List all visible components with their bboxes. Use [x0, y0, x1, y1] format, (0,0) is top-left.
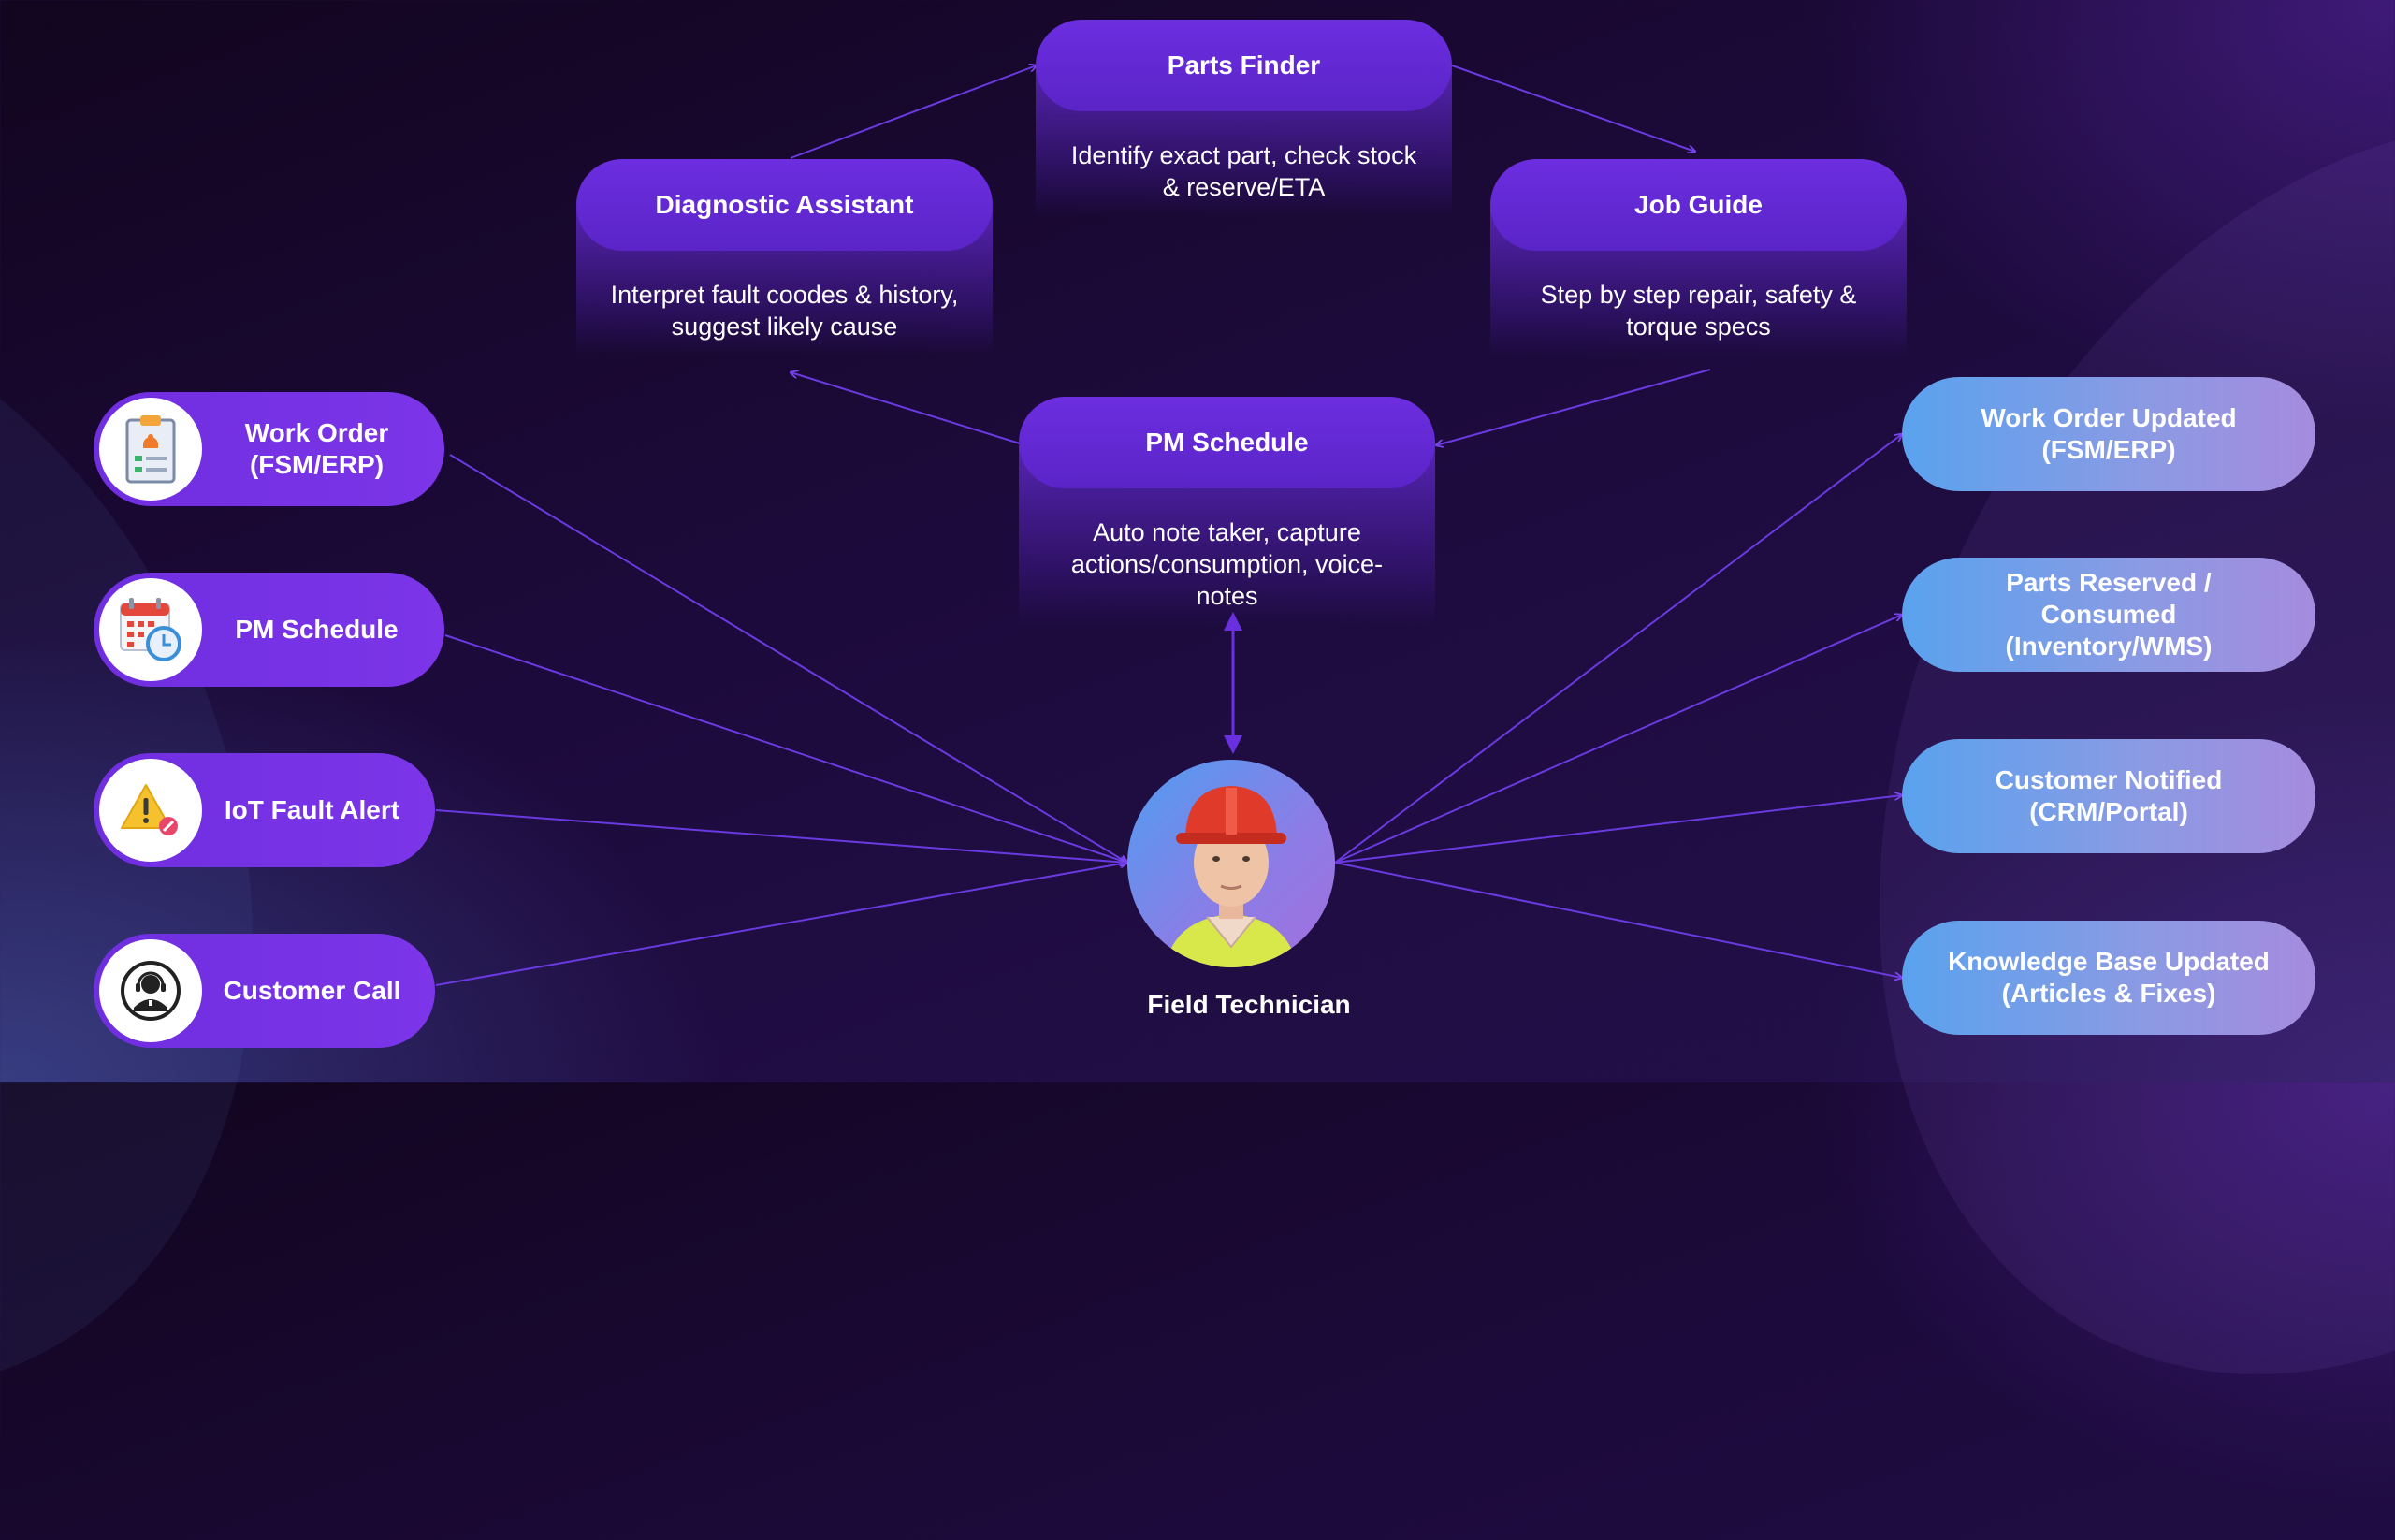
card-parts-finder: Parts Finder Identify exact part, check … [1036, 20, 1452, 216]
connector-call-to-tech [435, 863, 1127, 986]
source-iot-fault-alert-label: IoT Fault Alert [224, 795, 400, 824]
source-iot-fault-alert: IoT Fault Alert [94, 753, 435, 867]
card-job-guide-title: Job Guide [1490, 159, 1907, 251]
technician-label: Field Technician [1147, 990, 1351, 1019]
connector-workorder-to-tech [449, 454, 1127, 863]
card-job-guide: Job Guide Step by step repair, safety & … [1490, 159, 1907, 356]
card-diagnostic-assistant: Diagnostic Assistant Interpret fault coo… [576, 159, 993, 356]
output-knowledge-base-updated: Knowledge Base Updated (Articles & Fixes… [1902, 921, 2315, 1035]
connector-jobguide-to-pm [1436, 369, 1711, 445]
output-work-order-updated: Work Order Updated (FSM/ERP) [1902, 377, 2315, 491]
connector-parts-to-jobguide [1451, 65, 1695, 152]
calendar-clock-icon [99, 578, 202, 681]
card-pm-schedule-title: PM Schedule [1019, 397, 1435, 488]
technician-avatar [1127, 760, 1335, 967]
card-diagnostic-assistant-title: Diagnostic Assistant [576, 159, 993, 251]
card-pm-schedule: PM Schedule Auto note taker, capture act… [1019, 397, 1435, 625]
connector-pmschedule-to-tech [444, 634, 1127, 863]
connector-pm-to-diagnostic [791, 372, 1021, 444]
connector-lines [435, 0, 2395, 986]
connector-tech-to-workorder-updated [1334, 434, 1902, 864]
connector-tech-to-parts-reserved [1334, 615, 1902, 864]
connector-tech-to-customer-notified [1334, 795, 1902, 864]
warning-icon [99, 759, 202, 862]
headset-agent-icon [99, 939, 202, 1042]
source-pm-schedule: PM Schedule [94, 573, 444, 687]
clipboard-icon [99, 398, 202, 501]
connector-iot-to-tech [435, 809, 1127, 863]
connector-diagnostic-to-parts [790, 65, 1037, 159]
source-work-order-label: Work Order (FSM/ERP) [244, 418, 389, 479]
source-pm-schedule-label: PM Schedule [235, 615, 399, 644]
source-customer-call-label: Customer Call [223, 976, 401, 1005]
output-customer-notified: Customer Notified (CRM/Portal) [1902, 739, 2315, 853]
connector-tech-to-knowledge-base [1334, 862, 1902, 978]
source-work-order: Work Order (FSM/ERP) [94, 392, 444, 506]
source-customer-call: Customer Call [94, 934, 435, 1048]
output-parts-reserved: Parts Reserved / Consumed (Inventory/WMS… [1902, 558, 2315, 672]
card-parts-finder-title: Parts Finder [1036, 20, 1452, 111]
